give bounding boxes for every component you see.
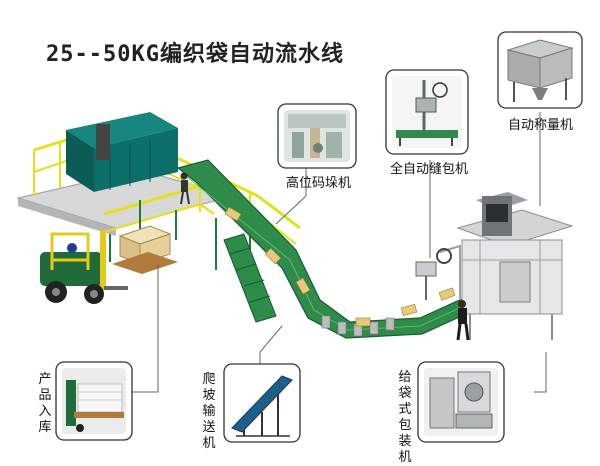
forklift — [40, 230, 128, 304]
label-warehouse: 产品入库 — [38, 372, 52, 435]
callout-bag-packer — [417, 361, 505, 443]
callout-sewer — [385, 69, 469, 155]
worker-lower — [456, 300, 470, 341]
callout-weigher — [497, 31, 583, 109]
pallet-stack — [112, 225, 178, 274]
callout-lines — [130, 112, 547, 393]
stairs — [223, 233, 277, 323]
callout-incline-conveyor — [223, 363, 301, 443]
packing-tower — [439, 192, 574, 340]
label-incline-conveyor: 爬坡输送机 — [202, 372, 216, 451]
label-auto-sewer: 全自动缝包机 — [390, 162, 469, 177]
worker-upper — [180, 172, 190, 205]
callout-palletizer — [277, 103, 357, 169]
sewing-station — [415, 248, 452, 300]
label-palletizer: 高位码垛机 — [286, 176, 352, 191]
palletizer-machine — [66, 112, 178, 192]
page-title: 25--50KG编织袋自动流水线 — [46, 42, 344, 67]
callout-warehouse — [55, 361, 133, 441]
label-bag-packer: 给袋式包装机 — [398, 370, 412, 465]
label-auto-weigher: 自动称量机 — [508, 118, 574, 133]
